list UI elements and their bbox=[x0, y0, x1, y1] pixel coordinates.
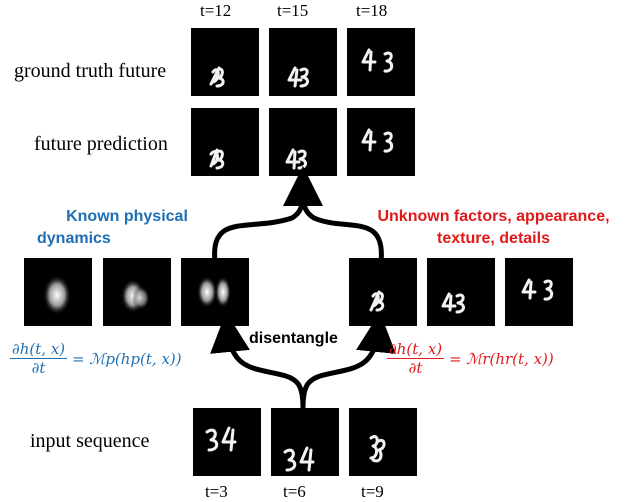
time-label-t9: t=9 bbox=[361, 482, 384, 501]
prediction-frame-t18 bbox=[347, 108, 415, 176]
physical-equation-fraction: ∂h(t, x) ∂t bbox=[10, 340, 68, 377]
time-label-t6: t=6 bbox=[283, 482, 306, 501]
input-sequence-label: input sequence bbox=[30, 430, 150, 452]
physical-frame-1 bbox=[24, 258, 92, 326]
input-frame-t3 bbox=[193, 408, 261, 476]
physical-eq-rhs: = ℳp(hp(t, x)) bbox=[71, 349, 182, 368]
physical-eq-numerator: ∂h(t, x) bbox=[10, 340, 68, 359]
prediction-frame-t15 bbox=[269, 108, 337, 176]
ground-truth-frame-t18 bbox=[347, 28, 415, 96]
time-label-t15: t=15 bbox=[277, 1, 309, 20]
appearance-equation: ∂h(t, x) ∂t = ℳr(hr(t, x)) bbox=[387, 340, 554, 377]
physical-eq-denominator: ∂t bbox=[31, 359, 46, 377]
ground-truth-frame-t15 bbox=[269, 28, 337, 96]
time-label-t12: t=12 bbox=[200, 1, 232, 20]
prediction-frame-t12 bbox=[191, 108, 259, 176]
physical-frame-3 bbox=[181, 258, 249, 326]
future-prediction-label: future prediction bbox=[34, 133, 168, 155]
known-dynamics-heading-line1: Known physical bbox=[66, 208, 188, 225]
time-label-t3: t=3 bbox=[205, 482, 228, 501]
top-brace-left bbox=[212, 185, 306, 263]
appearance-eq-rhs: = ℳr(hr(t, x)) bbox=[448, 349, 554, 368]
unknown-factors-heading: Unknown factors, appearance, texture, de… bbox=[366, 206, 621, 250]
appearance-frame-1 bbox=[349, 258, 417, 326]
appearance-eq-numerator: ∂h(t, x) bbox=[387, 340, 445, 359]
appearance-frame-3 bbox=[505, 258, 573, 326]
unknown-factors-heading-line1: Unknown factors, appearance, bbox=[377, 208, 610, 225]
known-dynamics-heading-line2: dynamics bbox=[37, 230, 111, 247]
known-dynamics-heading: Known physical dynamics bbox=[37, 206, 217, 250]
appearance-frame-2 bbox=[427, 258, 495, 326]
appearance-eq-denominator: ∂t bbox=[408, 359, 423, 377]
ground-truth-frame-t12 bbox=[191, 28, 259, 96]
input-frame-t6 bbox=[271, 408, 339, 476]
time-label-t18: t=18 bbox=[356, 1, 388, 20]
physical-equation: ∂h(t, x) ∂t = ℳp(hp(t, x)) bbox=[10, 340, 182, 377]
disentangle-label: disentangle bbox=[249, 330, 338, 347]
ground-truth-label: ground truth future bbox=[14, 60, 167, 82]
input-frame-t9 bbox=[349, 408, 417, 476]
appearance-equation-fraction: ∂h(t, x) ∂t bbox=[387, 340, 445, 377]
physical-frame-2 bbox=[103, 258, 171, 326]
unknown-factors-heading-line2: texture, details bbox=[437, 230, 550, 247]
